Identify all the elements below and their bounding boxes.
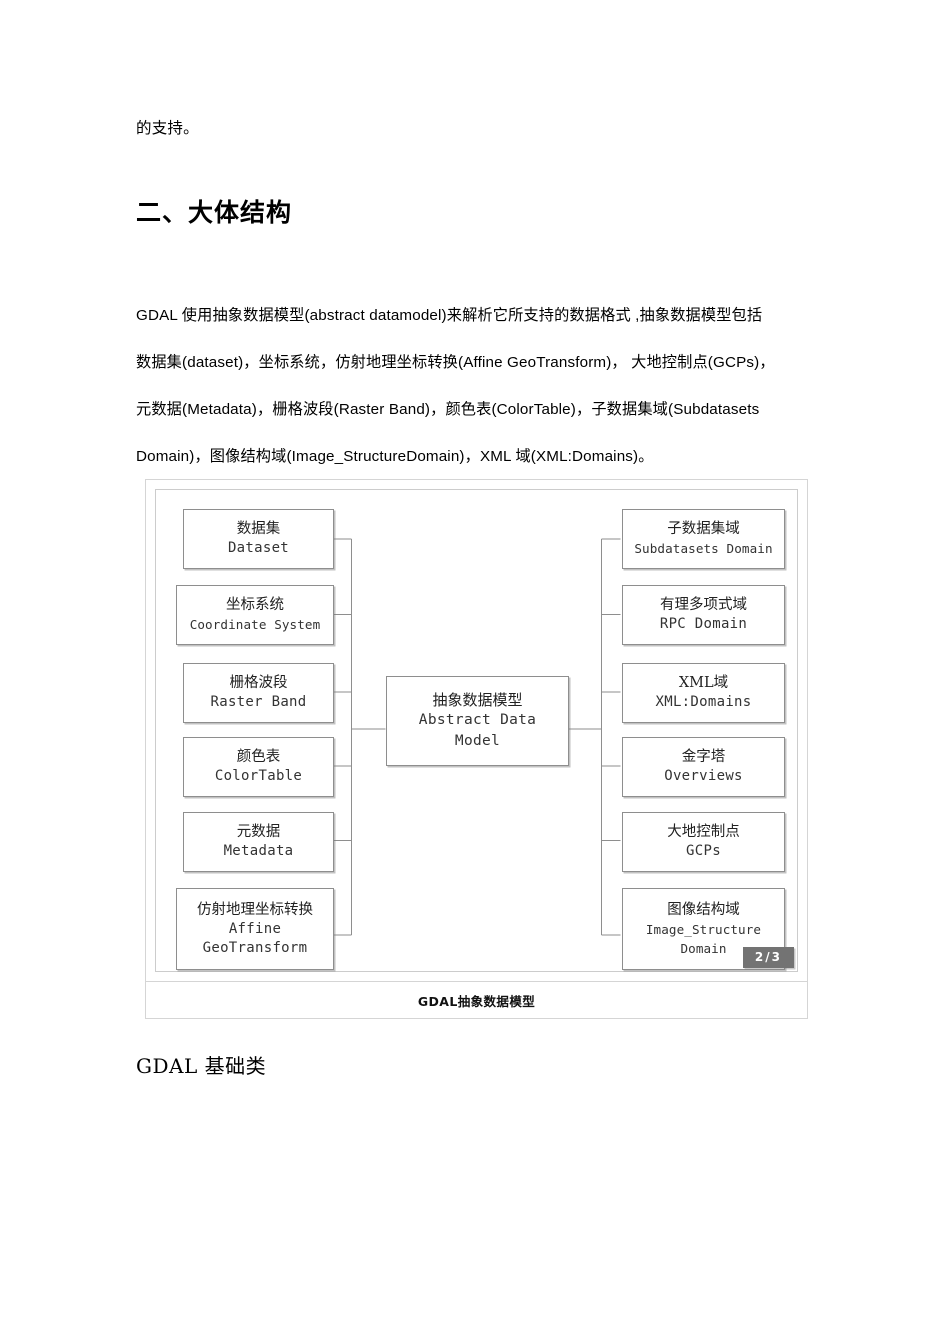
node-label-en-2: Model	[454, 732, 501, 749]
node-affine-geotransform: 仿射地理坐标转换 Affine GeoTransform	[176, 888, 334, 970]
node-label-en: Coordinate System	[189, 617, 321, 632]
paragraph-line-4: Domain)，图像结构域(Image_StructureDomain)，XML…	[136, 448, 654, 465]
node-colortable: 颜色表 ColorTable	[183, 737, 334, 797]
node-label-en: Affine	[228, 920, 282, 937]
figure-caption: GDAL抽象数据模型	[417, 993, 536, 1009]
node-label-cn: 子数据集域	[667, 521, 740, 537]
figure-caption-band: GDAL抽象数据模型	[145, 982, 808, 1019]
node-raster-band: 栅格波段 Raster Band	[183, 663, 334, 723]
node-label-cn: 坐标系统	[226, 597, 284, 613]
node-label-en: Image_Structure	[645, 921, 762, 937]
node-label-en: XML:Domains	[655, 694, 752, 710]
node-subdatasets-domain: 子数据集域 Subdatasets Domain	[622, 509, 785, 569]
paragraph-line-2: 数据集(dataset)，坐标系统，仿射地理坐标转换(Affine GeoTra…	[136, 354, 775, 371]
node-label-cn: 抽象数据模型	[432, 690, 523, 709]
diagram-connectors	[333, 538, 621, 936]
node-label-cn: XML域	[678, 675, 729, 691]
node-label-en: Overviews	[664, 768, 743, 784]
paragraph-line-1: GDAL 使用抽象数据模型(abstract datamodel)来解析它所支持…	[136, 307, 763, 324]
node-label-cn: 有理多项式域	[660, 597, 747, 613]
node-dataset: 数据集 Dataset	[183, 509, 334, 569]
lead-text: 的支持。	[136, 120, 199, 137]
node-label-en: Abstract Data	[418, 711, 537, 728]
footer-text: GDAL 基础类	[136, 1054, 267, 1078]
node-label-cn: 栅格波段	[229, 675, 288, 691]
node-label-en: RPC Domain	[659, 616, 748, 632]
node-label-en: Dataset	[227, 540, 290, 556]
body-paragraph: GDAL 使用抽象数据模型(abstract datamodel)来解析它所支持…	[136, 292, 812, 480]
node-label-en: Metadata	[223, 843, 294, 859]
node-rpc-domain: 有理多项式域 RPC Domain	[622, 585, 785, 645]
text-column: 的支持。 二、大体结构 GDAL 使用抽象数据模型(abstract datam…	[136, 118, 812, 480]
node-label-en: Subdatasets Domain	[634, 541, 773, 556]
node-label-en: ColorTable	[214, 768, 303, 784]
node-label-cn: 数据集	[236, 521, 281, 537]
node-label-cn: 元数据	[236, 824, 281, 840]
node-label-cn: 颜色表	[236, 749, 281, 765]
node-overviews: 金字塔 Overviews	[622, 737, 785, 797]
node-abstract-data-model: 抽象数据模型 Abstract Data Model	[386, 676, 569, 766]
node-label-cn: 金字塔	[681, 749, 726, 765]
node-label-cn: 仿射地理坐标转换	[197, 901, 313, 918]
node-gcps: 大地控制点 GCPs	[622, 812, 785, 872]
section-heading: 二、大体结构	[136, 199, 293, 227]
node-label-cn: 大地控制点	[667, 824, 740, 840]
node-metadata: 元数据 Metadata	[183, 812, 334, 872]
node-label-en: GCPs	[686, 843, 721, 859]
node-label-cn: 图像结构域	[667, 901, 740, 918]
node-label-en: Raster Band	[210, 694, 307, 710]
node-xml-domain: XML域 XML:Domains	[622, 663, 785, 723]
figure-outer-frame: 数据集 Dataset 坐标系统 Coordinate System 栅格波段 …	[145, 479, 808, 982]
node-coordinate-system: 坐标系统 Coordinate System	[176, 585, 334, 645]
paragraph-line-3: 元数据(Metadata)，栅格波段(Raster Band)，颜色表(Colo…	[136, 401, 760, 418]
node-label-en-2: Domain	[680, 940, 727, 956]
figure-inner-frame: 数据集 Dataset 坐标系统 Coordinate System 栅格波段 …	[155, 489, 798, 972]
node-label-en-2: GeoTransform	[202, 939, 308, 956]
page-indicator-badge: 2/3	[742, 947, 794, 968]
figure-gdal-data-model: 数据集 Dataset 坐标系统 Coordinate System 栅格波段 …	[145, 479, 808, 1019]
